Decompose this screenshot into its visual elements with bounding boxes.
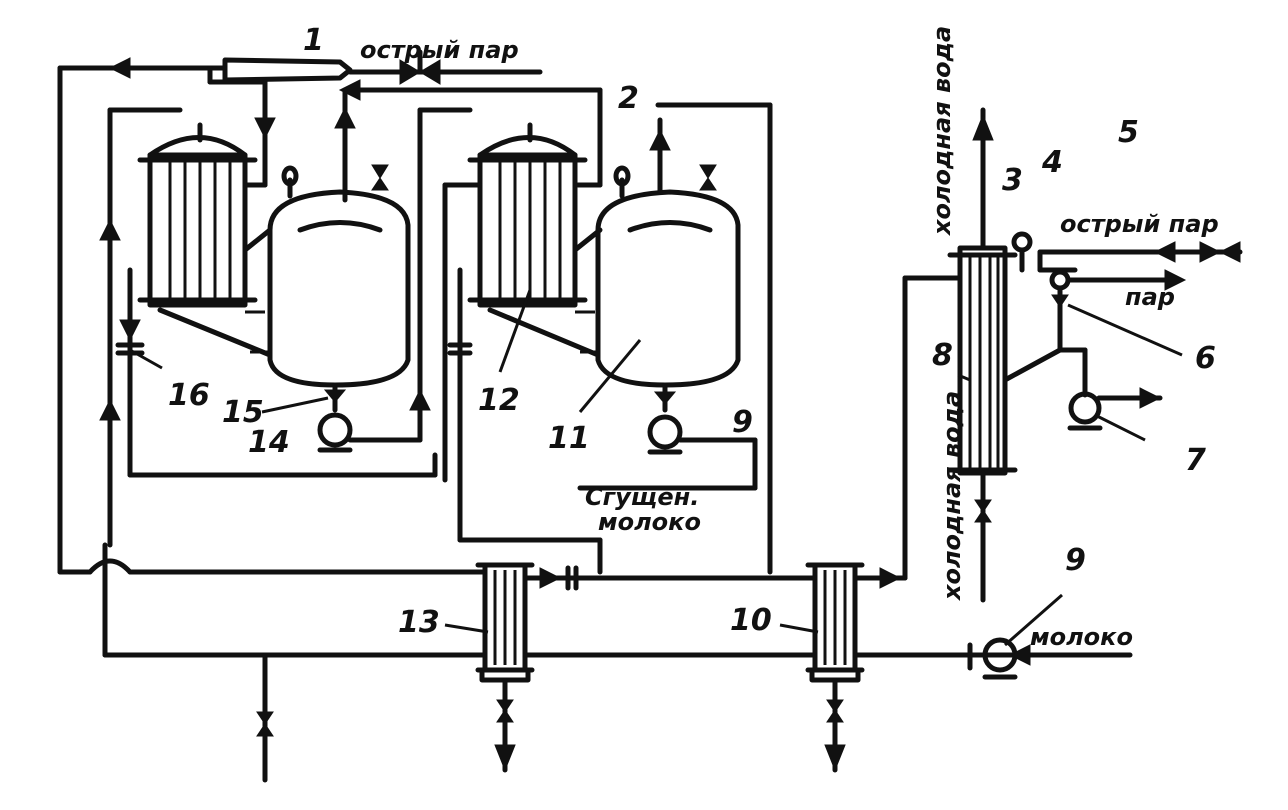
label-13: 13 [398, 605, 440, 640]
label-16: 16 [168, 378, 210, 413]
separator-stage-2 [487, 117, 741, 388]
label-8: 8 [932, 338, 953, 373]
condenser-8 [947, 107, 1088, 603]
heater-stage-2 [467, 122, 603, 308]
hot-water-label: холодная вода [928, 26, 956, 236]
label-2: 2 [618, 81, 639, 116]
ejector-1 [222, 49, 543, 85]
condensed-milk-label-2: молоко [598, 508, 701, 536]
label-10: 10 [730, 603, 772, 638]
label-5: 5 [1118, 115, 1139, 150]
steam-label-top: острый пар [360, 36, 519, 64]
separator-stage-1 [157, 164, 411, 388]
heat-exchanger-10 [805, 562, 865, 773]
label-6: 6 [1195, 341, 1216, 376]
label-9-milk: 9 [1065, 543, 1086, 578]
steam-out-label: пар [1125, 283, 1175, 311]
instruments-4-5-6 [1011, 231, 1243, 353]
pump-9-stage-2 [577, 382, 758, 491]
pump-7 [1067, 387, 1163, 431]
top-return-line [57, 57, 276, 575]
heater-stage-1 [137, 122, 273, 308]
pump-14 [317, 107, 473, 453]
label-3: 3 [1002, 163, 1023, 198]
pump-9-milk [982, 637, 1031, 680]
steam-label-right: острый пар [1060, 210, 1219, 238]
leader-lines [129, 289, 1183, 647]
bottom-piping [57, 275, 1133, 783]
stage-2-loop [442, 102, 773, 575]
label-9-stage-2: 9 [732, 405, 753, 440]
label-14: 14 [248, 425, 290, 460]
label-12: 12 [478, 383, 520, 418]
label-15: 15 [222, 395, 264, 430]
label-4: 4 [1041, 145, 1063, 180]
heat-exchanger-13 [475, 562, 535, 773]
cold-water-label: холодная вода [938, 391, 966, 601]
vapor-line-2 [334, 79, 603, 203]
label-1: 1 [303, 23, 324, 58]
label-7: 7 [1185, 443, 1206, 478]
condensed-milk-label-1: Сгущен. [585, 483, 699, 511]
milk-label: молоко [1030, 623, 1133, 651]
label-11: 11 [548, 421, 590, 456]
